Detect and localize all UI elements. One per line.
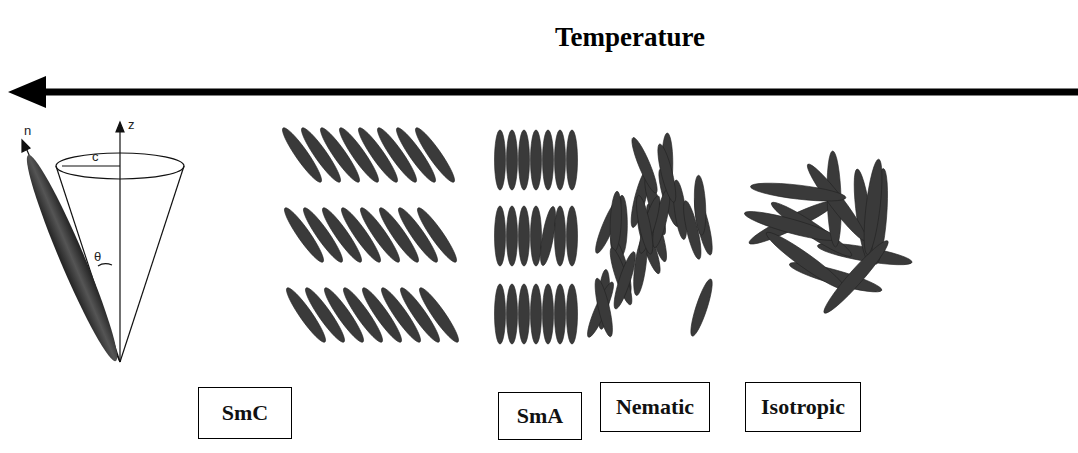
phase-box: Isotropic xyxy=(745,382,861,432)
molecule xyxy=(411,125,459,186)
molecule xyxy=(519,206,530,266)
molecule xyxy=(507,206,518,266)
molecule xyxy=(750,180,847,205)
molecule xyxy=(507,284,518,344)
molecule xyxy=(567,130,578,190)
molecule xyxy=(762,227,848,294)
temperature-arrow xyxy=(8,76,1078,108)
molecules xyxy=(278,125,913,346)
molecule xyxy=(628,136,661,196)
axis-label: n xyxy=(24,124,31,137)
molecule xyxy=(743,206,839,245)
axis-label: θ xyxy=(94,250,101,263)
phase-box: SmC xyxy=(198,387,292,439)
molecule xyxy=(860,158,885,255)
molecule xyxy=(507,130,518,190)
phase-label: SmA xyxy=(517,403,563,429)
axis-label: z xyxy=(128,118,135,131)
phase-label: Nematic xyxy=(616,394,694,420)
molecule xyxy=(555,284,566,344)
molecule xyxy=(609,191,623,251)
molecule xyxy=(567,284,578,344)
molecule xyxy=(633,194,656,255)
molecule xyxy=(531,284,542,344)
phase-box: Nematic xyxy=(600,382,710,432)
molecule xyxy=(415,285,463,346)
phase-label: SmC xyxy=(222,400,268,426)
phase-label: Isotropic xyxy=(761,394,845,420)
molecule xyxy=(555,206,566,266)
molecule xyxy=(819,236,893,317)
diagram-title: Temperature xyxy=(555,22,705,53)
cone-molecule xyxy=(17,150,127,366)
molecule xyxy=(413,205,461,266)
molecule xyxy=(687,277,716,337)
molecule xyxy=(567,206,578,266)
molecule xyxy=(519,284,530,344)
molecule xyxy=(531,130,542,190)
molecule xyxy=(610,250,639,310)
molecule xyxy=(802,160,871,245)
molecule xyxy=(555,130,566,190)
axis-label: c xyxy=(92,150,99,163)
molecule xyxy=(495,130,506,190)
molecule xyxy=(543,284,554,344)
molecule xyxy=(495,206,506,266)
molecule xyxy=(693,175,707,236)
phase-box: SmA xyxy=(498,392,582,440)
molecule xyxy=(531,206,542,266)
molecule xyxy=(592,277,616,338)
molecule xyxy=(519,130,530,190)
molecule xyxy=(543,130,554,190)
molecule xyxy=(495,284,506,344)
molecule xyxy=(654,143,679,204)
